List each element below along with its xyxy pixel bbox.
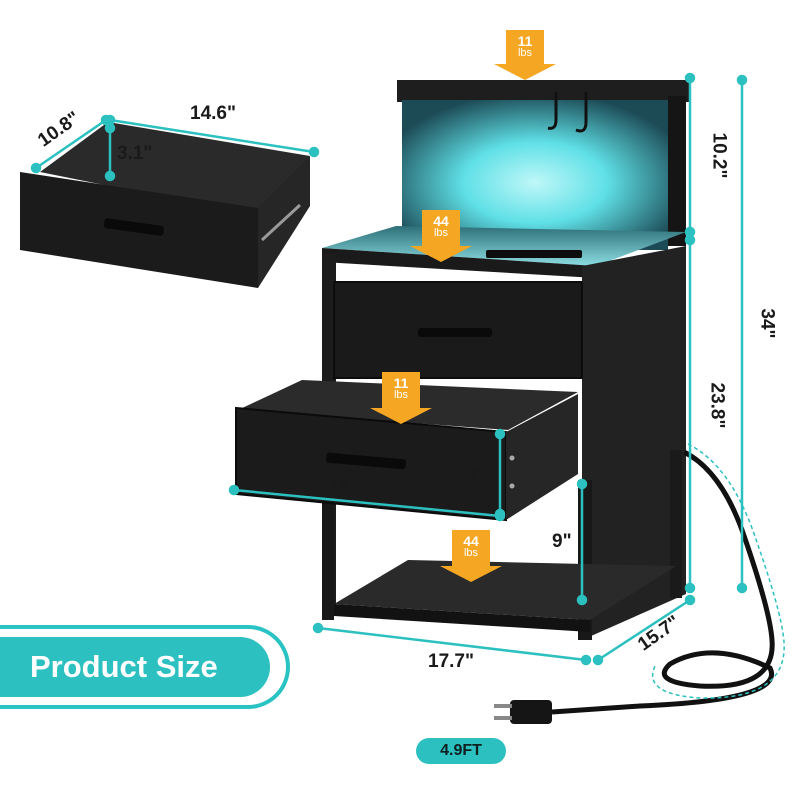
- width-label: 17.7": [428, 651, 474, 672]
- product-size-title: Product Size: [30, 649, 218, 684]
- weight-arrow-top-shelf-icon: [494, 30, 556, 80]
- top-shelf-board: [397, 80, 689, 102]
- shelf-gap-label: 10.2": [708, 132, 730, 179]
- drawer-detail-handle: [103, 218, 165, 236]
- total-height-dot-a: [736, 74, 748, 86]
- capacity-bottom-shelf-value: 44: [463, 533, 479, 549]
- capacity-top-shelf-value: 11: [517, 33, 533, 49]
- width-dot-b: [580, 654, 592, 666]
- product-size-pill: Product Size: [0, 637, 270, 697]
- body-height-dot-a: [684, 234, 696, 246]
- lower-drawer-height-dot-b: [494, 508, 506, 520]
- weight-arrow-bottom-shelf-icon: [440, 530, 502, 582]
- depth-dot-a: [592, 654, 604, 666]
- plug-prong-bottom: [494, 716, 512, 720]
- total-height-dot-b: [736, 582, 748, 594]
- capacity-tabletop: 44 lbs: [421, 214, 461, 239]
- drawer-width-label: 14.6": [190, 103, 236, 124]
- capacity-drawer: 11 lbs: [381, 376, 421, 401]
- top-shelf-post-right: [668, 96, 686, 246]
- bottom-gap-dot-b: [576, 594, 588, 606]
- lower-drawer-side: [506, 394, 578, 520]
- power-cord-dashed-outline: [651, 443, 785, 699]
- drawer-detail-rail: [260, 203, 302, 242]
- cabinet-right-panel: [582, 246, 686, 640]
- lower-drawer-width-dot-a: [228, 484, 240, 496]
- capacity-top-shelf-unit: lbs: [517, 47, 533, 59]
- front-leg-left: [322, 500, 334, 620]
- power-plug-icon: [510, 700, 552, 724]
- depth-dot-b: [684, 594, 696, 606]
- capacity-drawer-unit: lbs: [393, 389, 409, 401]
- weight-arrows: [370, 30, 556, 582]
- lower-drawer-handle: [325, 452, 407, 470]
- drawer-width-line: [109, 118, 315, 154]
- width-line: [317, 626, 587, 662]
- capacity-tabletop-value: 44: [433, 213, 449, 229]
- tabletop-edge: [322, 248, 596, 278]
- capacity-bottom-shelf: 44 lbs: [451, 534, 491, 559]
- drawer-detail-side: [258, 156, 310, 288]
- capacity-tabletop-unit: lbs: [433, 227, 449, 239]
- drawer-height-label: 3.1": [117, 143, 153, 164]
- upper-drawer-handle: [418, 328, 492, 337]
- hook-left-icon: [547, 92, 558, 130]
- body-height-label: 23.8": [706, 382, 728, 429]
- bottom-shelf-edge: [334, 604, 590, 632]
- hook-right-icon: [575, 92, 588, 133]
- bottom-shelf-surface: [334, 560, 676, 620]
- back-leg-right: [670, 450, 682, 598]
- body-height-dot-b: [684, 582, 696, 594]
- capacity-bottom-shelf-unit: lbs: [463, 547, 479, 559]
- drawer-height-dot-a: [104, 122, 116, 134]
- drawer-depth-dot-a: [30, 162, 42, 174]
- drawer-rail-screw-b: [509, 483, 515, 489]
- drawer-detail-inside: [40, 122, 310, 216]
- bottom-gap-dot-a: [576, 478, 588, 490]
- lower-drawer-width-label: 16.3": [328, 477, 374, 498]
- drawer-depth-line: [35, 118, 107, 170]
- shelf-gap-dot-a: [684, 72, 696, 84]
- tabletop-surface: [322, 226, 686, 266]
- bottom-gap-label: 9": [552, 531, 572, 552]
- lower-drawer-height-dot-a: [494, 428, 506, 440]
- drawer-detail-dimension-lines: [30, 114, 320, 182]
- product-size-badge: Product Size: [0, 625, 290, 709]
- nightstand-illustration: [235, 80, 689, 640]
- total-height-label: 34": [756, 308, 778, 339]
- cord-length-badge: 4.9FT: [416, 738, 506, 764]
- drawer-height-dot-b: [104, 170, 116, 182]
- lower-drawer-width-line: [233, 488, 501, 518]
- lower-drawer-height-label: 4.9": [450, 465, 486, 486]
- plug-prong-top: [494, 704, 512, 708]
- nightstand-dimension-lines: [228, 72, 748, 666]
- drawer-rail-screw-a: [509, 455, 515, 461]
- charging-station-icon: [486, 250, 582, 258]
- upper-drawer-front: [333, 281, 583, 379]
- weight-arrow-drawer-icon: [370, 372, 432, 424]
- depth-line: [597, 598, 691, 662]
- capacity-drawer-value: 11: [393, 375, 409, 391]
- width-dot-a: [312, 622, 324, 634]
- drawer-width-dot-b: [308, 146, 320, 158]
- drawer-detail-illustration: [20, 122, 310, 288]
- capacity-top-shelf: 11 lbs: [505, 34, 545, 59]
- weight-arrow-tabletop-icon: [410, 210, 472, 262]
